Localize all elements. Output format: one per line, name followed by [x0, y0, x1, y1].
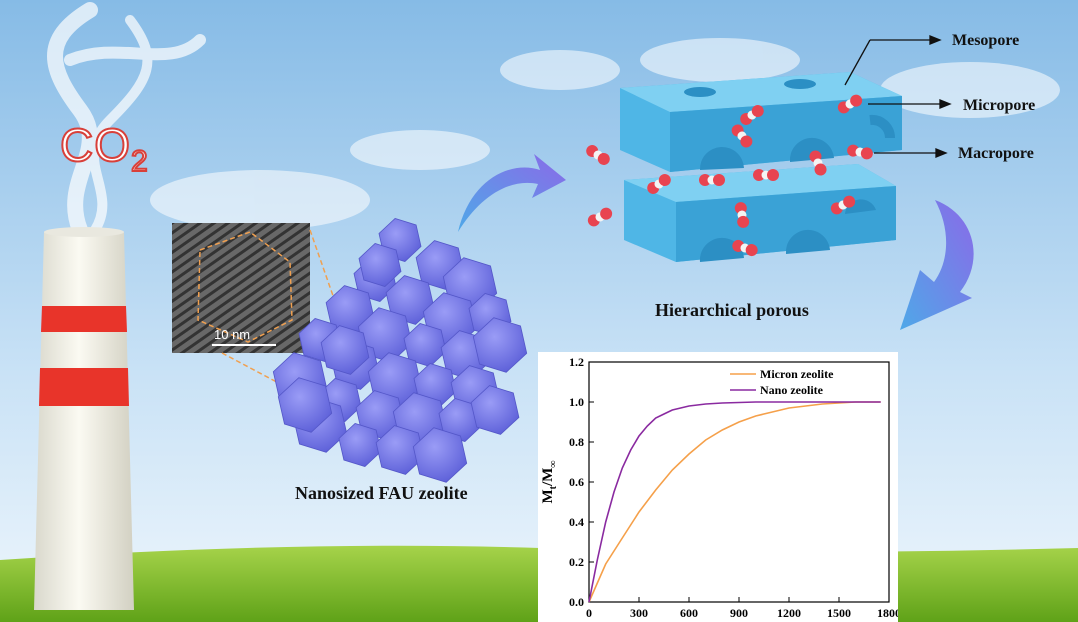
zeolite-crystal: [472, 317, 528, 373]
series-line-micron-zeolite: [588, 401, 881, 603]
x-axis: 0 300 600 900 1200 1500 1800: [586, 597, 898, 620]
co2-molecule: [734, 202, 750, 228]
uptake-chart: 0.0 0.2 0.4 0.6 0.8 1.0 1.2 0 300 600 900 1200 1500…: [538, 352, 898, 622]
y-tick-label: 0.2: [569, 555, 584, 569]
co2-molecule: [732, 239, 758, 257]
co2-molecule: [740, 105, 764, 125]
x-tick-label: 900: [730, 606, 748, 620]
y-tick-label: 0.6: [569, 475, 584, 489]
zeolite-crystal: [277, 377, 333, 433]
series-lines: [588, 401, 881, 603]
co2-molecules: [586, 94, 873, 257]
legend-label: Nano zeolite: [760, 383, 824, 397]
co2-molecule: [830, 195, 856, 215]
co2-label: CO2: [59, 118, 149, 179]
zeolite-crystal: [412, 427, 468, 483]
crystal-outline: [197, 231, 293, 343]
x-tick-label: 1800: [877, 606, 898, 620]
porous-block-top: [620, 72, 902, 172]
y-tick-label: 0.8: [569, 435, 584, 449]
smoke: [47, 2, 206, 238]
chimney-red-band-1: [41, 306, 127, 332]
co2-molecule: [753, 169, 779, 181]
y-tick-label: 0.4: [569, 515, 584, 529]
legend-label: Micron zeolite: [760, 367, 834, 381]
mesopore-label: Mesopore: [952, 32, 1020, 49]
tem-image: [172, 223, 346, 406]
zeolite-crystal: [375, 425, 425, 475]
nanosized-fau-label: Nanosized FAU zeolite: [295, 483, 468, 503]
co2-molecule: [847, 144, 873, 160]
y-tick-label: 1.0: [569, 395, 584, 409]
zeolite-cluster: [272, 218, 528, 483]
zeolite-crystal: [470, 385, 520, 435]
chimney: [34, 227, 134, 610]
x-tick-label: 1200: [777, 606, 801, 620]
x-tick-label: 300: [630, 606, 648, 620]
co2-molecule: [837, 94, 863, 114]
co2-molecule: [587, 207, 613, 227]
x-tick-label: 0: [586, 606, 592, 620]
y-tick-label: 1.2: [569, 355, 584, 369]
zeolite-crystal: [358, 243, 402, 287]
y-axis-label: Mt/M∞: [540, 461, 559, 504]
co2-molecule: [586, 145, 610, 165]
series-line-nano-zeolite: [588, 401, 881, 603]
zeolite-crystal: [385, 275, 435, 325]
chimney-red-band-2: [39, 368, 129, 406]
micropore-label: Micropore: [963, 97, 1036, 114]
tem-scale-label: 10 nm: [214, 327, 250, 342]
x-tick-label: 600: [680, 606, 698, 620]
zeolite-crystal: [338, 423, 382, 467]
co2-molecule: [699, 174, 725, 186]
y-axis: 0.0 0.2 0.4 0.6 0.8 1.0 1.2: [569, 355, 594, 609]
curved-arrow-down: [900, 200, 974, 330]
co2-molecule: [731, 124, 753, 148]
curved-arrow-right: [458, 154, 566, 232]
pore-pointers: [844, 35, 952, 158]
y-tick-label: 0.0: [569, 595, 584, 609]
macropore-label: Macropore: [958, 145, 1034, 162]
hierarchical-porous-label: Hierarchical porous: [655, 300, 809, 320]
plot-frame: [588, 361, 890, 603]
co2-molecule: [809, 150, 827, 176]
x-tick-label: 1500: [827, 606, 851, 620]
co2-molecule: [647, 174, 671, 194]
clouds: [150, 38, 1060, 230]
zeolite-crystal: [320, 325, 370, 375]
